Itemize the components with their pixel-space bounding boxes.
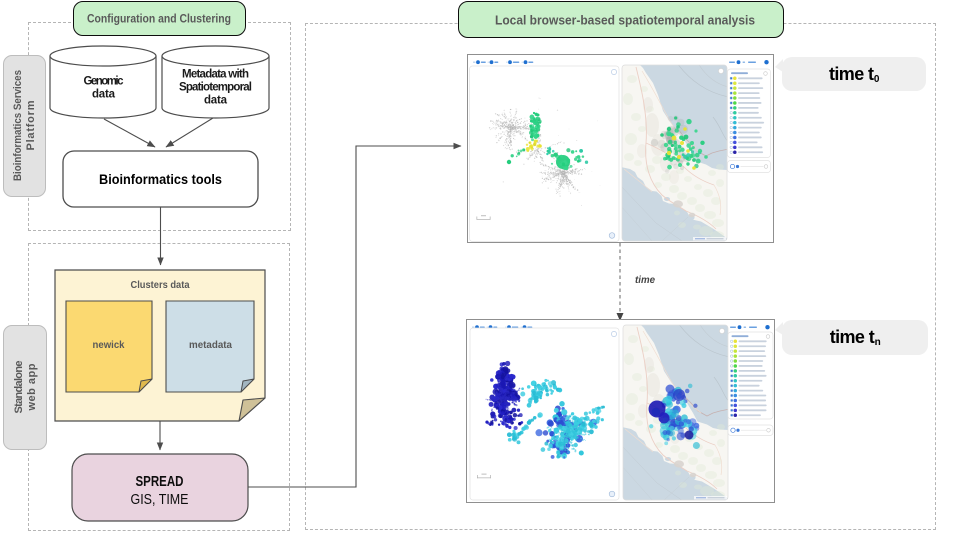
- svg-text:Platform: Platform: [25, 100, 37, 150]
- svg-text:web app: web app: [26, 363, 38, 411]
- svg-text:time: time: [635, 274, 655, 286]
- svg-text:newick: newick: [93, 339, 125, 351]
- svg-text:metadata: metadata: [189, 339, 232, 351]
- svg-text:GIS, TIME: GIS, TIME: [131, 492, 189, 508]
- svg-text:Bioinformatics tools: Bioinformatics tools: [99, 172, 222, 187]
- svg-text:data: data: [92, 89, 116, 101]
- svg-text:Metadata with: Metadata with: [182, 69, 249, 81]
- svg-text:Spatiotemporal: Spatiotemporal: [179, 82, 252, 94]
- svg-text:Bioinformatics Services: Bioinformatics Services: [12, 70, 24, 181]
- svg-text:data: data: [204, 95, 228, 107]
- svg-text:Clusters data: Clusters data: [131, 279, 190, 291]
- svg-text:Genomic: Genomic: [84, 76, 125, 88]
- svg-text:Local browser-based spatiotemp: Local browser-based spatiotemporal analy…: [495, 13, 755, 28]
- svg-text:Configuration and Clustering: Configuration and Clustering: [87, 14, 231, 26]
- svg-text:Standalone: Standalone: [13, 361, 25, 414]
- svg-text:SPREAD: SPREAD: [136, 474, 184, 490]
